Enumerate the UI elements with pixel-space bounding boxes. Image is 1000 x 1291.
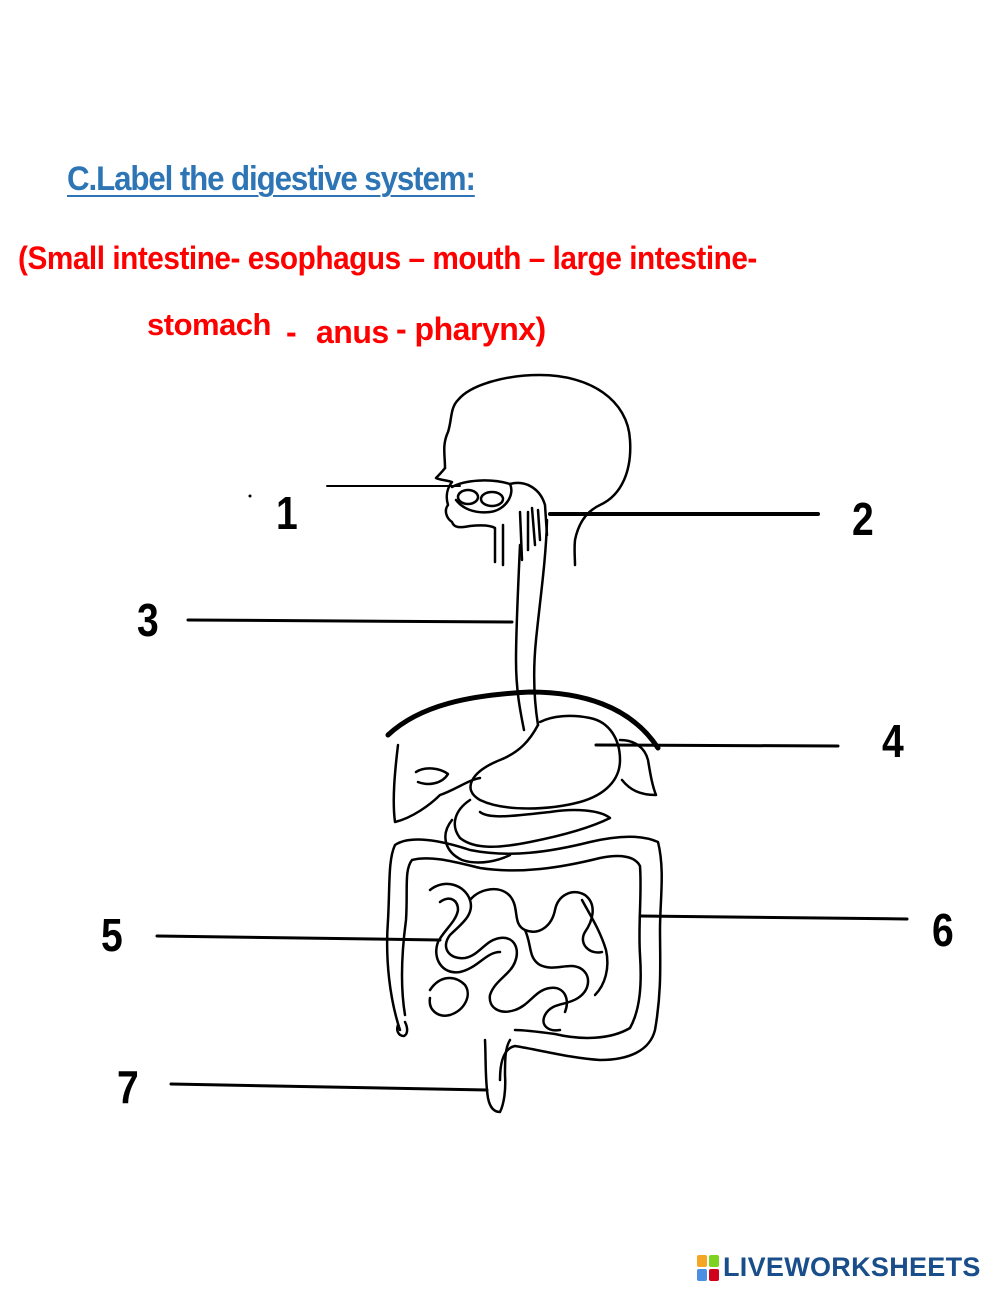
logo-square: [709, 1268, 719, 1281]
large-intestine: [385, 835, 663, 1082]
word-bank-anus: anus: [316, 314, 389, 350]
stomach: [469, 714, 622, 810]
word-bank-line-1: (Small intestine- esophagus – mouth – la…: [18, 240, 757, 276]
logo-square: [697, 1254, 707, 1267]
footer-brand: LIVEWORKSHEETS: [697, 1252, 981, 1283]
brand-name: LIVEWORKSHEETS: [723, 1252, 981, 1282]
word-bank-dash: -: [286, 314, 297, 350]
label-number-4: 4: [882, 715, 904, 767]
worksheet-title: C.Label the digestive system:: [67, 160, 476, 198]
label-number-1: 1: [276, 487, 298, 539]
pancreas: [453, 798, 612, 849]
leader-line-4: [594, 743, 840, 748]
head-outline: [443, 373, 632, 567]
face-outline: [434, 466, 497, 564]
logo-square: [709, 1254, 719, 1267]
liveworksheets-logo-icon: [697, 1254, 719, 1281]
label-number-6: 6: [932, 904, 954, 956]
pharynx: [501, 481, 549, 567]
leader-line-3: [186, 618, 514, 624]
leader-line-5: [155, 934, 442, 942]
word-bank-pharynx: - pharynx): [396, 311, 546, 347]
mouth-cavity: [450, 479, 513, 514]
diaphragm: [385, 689, 661, 751]
liver: [392, 743, 482, 824]
label-number-5: 5: [101, 909, 123, 961]
logo-square: [697, 1268, 707, 1281]
esophagus: [514, 518, 549, 732]
label-number-2: 2: [852, 493, 874, 545]
label-number-7: 7: [117, 1061, 139, 1113]
rectum: [483, 1038, 512, 1114]
small-intestine: [428, 882, 609, 1032]
leader-line-7: [169, 1082, 489, 1092]
label-number-3: 3: [137, 594, 159, 646]
word-bank-stomach: stomach: [147, 307, 271, 342]
leader-line-6: [638, 914, 909, 921]
